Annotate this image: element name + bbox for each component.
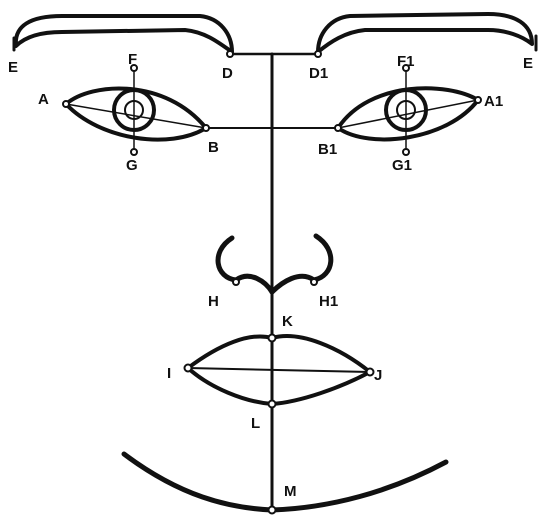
label-E-right: E xyxy=(523,55,533,72)
point-G1 xyxy=(403,149,409,155)
point-L xyxy=(269,401,276,408)
point-J xyxy=(367,369,374,376)
label-D1: D1 xyxy=(309,65,328,82)
label-L: L xyxy=(251,415,260,432)
chin-curve xyxy=(124,454,446,510)
label-K: K xyxy=(282,313,293,330)
point-K xyxy=(269,335,276,342)
point-I xyxy=(185,365,192,372)
label-G1: G1 xyxy=(392,157,412,174)
right-eye xyxy=(338,68,478,152)
point-B xyxy=(203,125,209,131)
label-A1: A1 xyxy=(484,93,503,110)
label-H: H xyxy=(208,293,219,310)
left-eye xyxy=(66,68,206,152)
label-F: F xyxy=(128,51,137,68)
mouth xyxy=(188,336,370,404)
label-D: D xyxy=(222,65,233,82)
label-B: B xyxy=(208,139,219,156)
label-G: G xyxy=(126,157,138,174)
label-B1: B1 xyxy=(318,141,337,158)
right-eyebrow xyxy=(318,14,532,52)
label-I: I xyxy=(167,365,171,382)
point-D xyxy=(227,51,233,57)
label-F1: F1 xyxy=(397,53,415,70)
point-B1 xyxy=(335,125,341,131)
label-H1: H1 xyxy=(319,293,338,310)
point-M xyxy=(269,507,276,514)
label-J: J xyxy=(374,367,382,384)
point-A1 xyxy=(475,97,481,103)
point-D1 xyxy=(315,51,321,57)
point-G xyxy=(131,149,137,155)
label-E-left: E xyxy=(8,59,18,76)
label-A: A xyxy=(38,91,49,108)
left-eyebrow xyxy=(16,16,232,52)
point-H1 xyxy=(311,279,317,285)
point-A xyxy=(63,101,69,107)
label-M: M xyxy=(284,483,297,500)
point-H xyxy=(233,279,239,285)
